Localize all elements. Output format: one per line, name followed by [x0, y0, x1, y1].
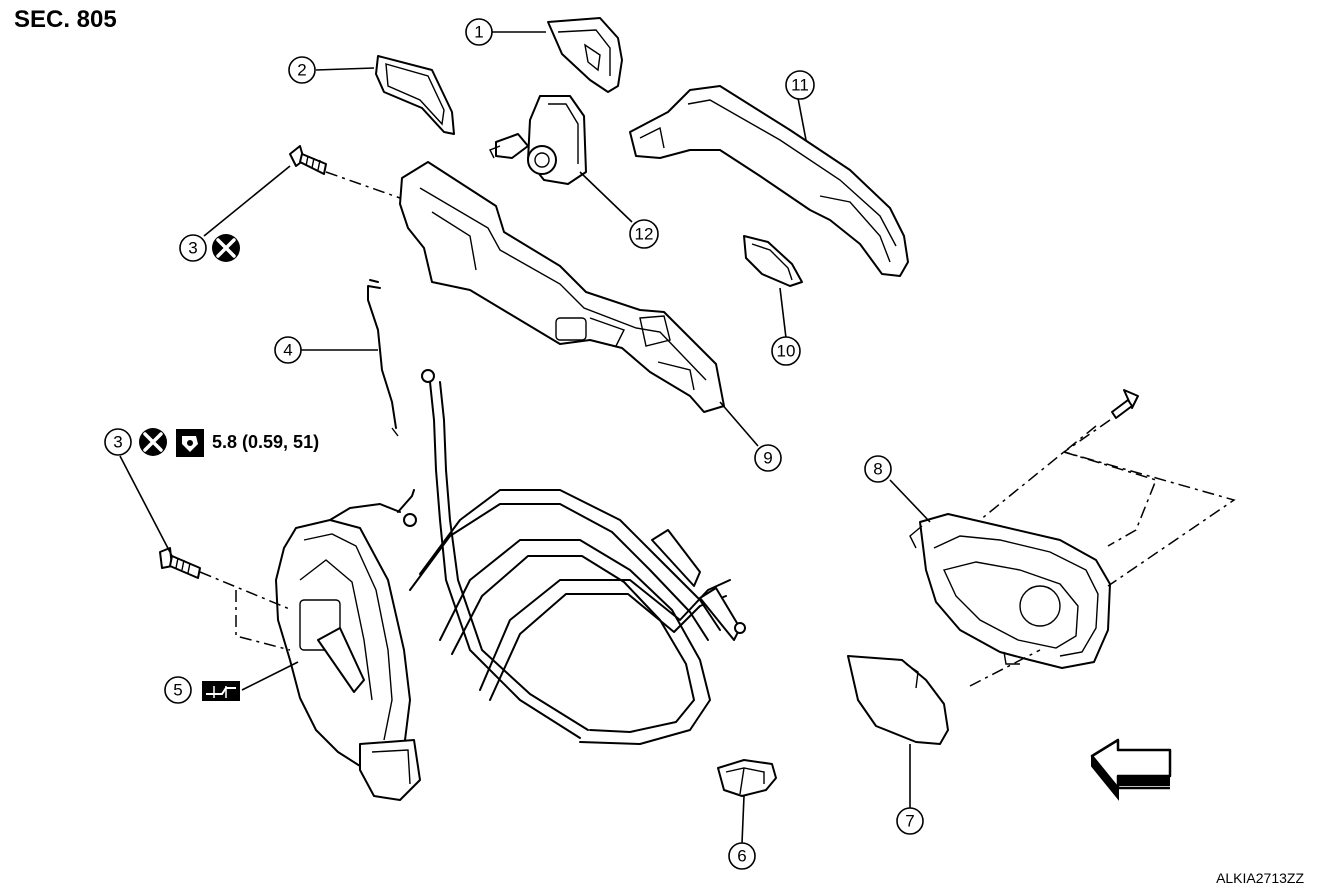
non-reusable-icon-upper	[212, 234, 240, 262]
callout-5-label: 5	[173, 681, 182, 700]
part-3-screw-lower	[159, 547, 201, 579]
section-title: SEC. 805	[14, 6, 117, 33]
callout-11-label: 11	[791, 76, 809, 95]
callout-6-label: 6	[737, 847, 746, 866]
part-10-pad	[743, 235, 803, 287]
callout-9-label: 9	[763, 449, 772, 468]
leader-lines	[119, 31, 931, 844]
part-3-screw-upper	[289, 145, 327, 175]
callout-10: 10	[771, 336, 801, 366]
grease-application-icon	[202, 681, 240, 701]
callout-3-lower-label: 3	[113, 433, 122, 452]
callout-2: 2	[288, 56, 316, 84]
part-4-rod	[367, 279, 399, 437]
part-1-handle-escutcheon	[547, 17, 623, 93]
assembly-guide-lines	[199, 171, 1236, 687]
part-6-clip	[717, 759, 777, 797]
torque-spec-label: 5.8 (0.59, 51)	[212, 432, 319, 452]
callout-2-label: 2	[297, 61, 306, 80]
callout-1: 1	[465, 18, 493, 46]
callout-3-upper-label: 3	[188, 239, 197, 258]
part-7-cap	[847, 655, 949, 745]
screw-8-mount	[1111, 389, 1139, 419]
callout-7-label: 7	[905, 812, 914, 831]
callout-8: 8	[864, 455, 892, 483]
callout-3-upper: 3	[179, 234, 207, 262]
part-2-gasket	[375, 55, 455, 135]
part-11-outside-handle	[629, 85, 909, 277]
callout-1-label: 1	[474, 23, 483, 42]
torque-wrench-icon	[176, 429, 204, 457]
part-9-handle-bracket	[399, 161, 725, 413]
callout-8-label: 8	[873, 460, 882, 479]
non-reusable-icon-lower	[139, 428, 167, 456]
callout-6: 6	[728, 842, 756, 870]
cable-assembly	[397, 369, 746, 745]
callout-4: 4	[274, 336, 302, 364]
part-12-key-cylinder	[489, 95, 587, 185]
part-5-door-lock-actuator	[275, 503, 421, 801]
callout-12: 12	[629, 219, 659, 249]
part-8-inside-handle	[909, 513, 1111, 669]
callout-12-label: 12	[635, 225, 654, 244]
callout-11: 11	[785, 70, 815, 100]
callout-7: 7	[896, 807, 924, 835]
callout-3-lower: 3	[104, 428, 132, 456]
front-direction-arrow-icon	[1090, 738, 1172, 801]
callout-5: 5	[164, 676, 192, 704]
callout-10-label: 10	[777, 342, 796, 361]
callout-9: 9	[754, 444, 782, 472]
callout-4-label: 4	[283, 341, 292, 360]
figure-reference-code: ALKIA2713ZZ	[1216, 870, 1304, 886]
